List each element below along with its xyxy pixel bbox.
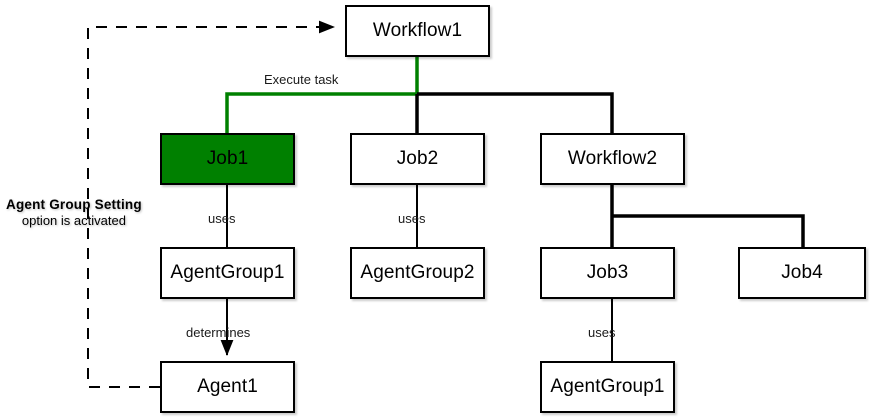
node-job3[interactable]: Job3 (540, 247, 675, 299)
node-agentgroup1[interactable]: AgentGroup1 (160, 247, 295, 299)
agent-group-setting-annotation: Agent Group Setting option is activated (6, 197, 142, 228)
annotation-subtitle: option is activated (21, 213, 126, 228)
edge-label-determines: determines (186, 325, 251, 340)
node-agentgroup1-bottom[interactable]: AgentGroup1 (540, 361, 675, 413)
node-agentgroup2[interactable]: AgentGroup2 (350, 247, 485, 299)
edge-label-uses-job1: uses (208, 211, 236, 226)
node-job4[interactable]: Job4 (738, 247, 866, 299)
node-job1-label: Job1 (206, 148, 249, 169)
node-agent1-label: Agent1 (197, 376, 258, 397)
node-job3-label: Job3 (586, 262, 629, 283)
node-job1[interactable]: Job1 (160, 133, 295, 185)
node-workflow2-label: Workflow2 (567, 148, 658, 169)
edge-workflow1-to-job1 (225, 57, 419, 133)
node-agentgroup1-label: AgentGroup1 (170, 262, 285, 283)
annotation-title: Agent Group Setting (6, 197, 142, 212)
edge-label-uses-job3: uses (588, 325, 616, 340)
edge-workflow1-to-workflow2 (417, 92, 614, 133)
node-workflow1-label: Workflow1 (372, 20, 463, 41)
node-job2-label: Job2 (396, 148, 439, 169)
node-workflow2[interactable]: Workflow2 (540, 133, 685, 185)
node-agentgroup2-label: AgentGroup2 (360, 262, 475, 283)
node-workflow1[interactable]: Workflow1 (345, 5, 490, 57)
node-agent1[interactable]: Agent1 (160, 361, 295, 413)
edge-workflow2-to-job4 (612, 214, 805, 247)
node-job4-label: Job4 (781, 262, 823, 283)
node-agentgroup1-bottom-label: AgentGroup1 (550, 376, 665, 397)
edge-label-execute-task: Execute task (264, 72, 339, 87)
edge-label-uses-job2: uses (398, 211, 426, 226)
node-job2[interactable]: Job2 (350, 133, 485, 185)
